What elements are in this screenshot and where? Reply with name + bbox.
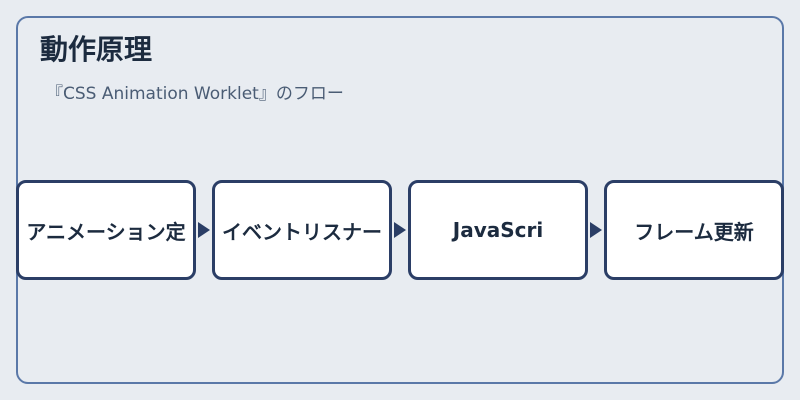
flow-arrow-icon (394, 222, 406, 238)
flow-arrow-icon (590, 222, 602, 238)
flow-node-label: JavaScri (452, 218, 544, 242)
flow-node-label: フレーム更新 (634, 219, 754, 244)
page-title: 動作原理 (40, 33, 153, 66)
flow-node-event-listener: イベントリスナー (212, 180, 392, 280)
flow-node-javascript: JavaScri (408, 180, 588, 280)
page-subtitle: 『CSS Animation Worklet』のフロー (46, 84, 344, 104)
flow-diagram: アニメーション定 イベントリスナー JavaScri フレーム更新 (16, 180, 784, 280)
flow-node-label: イベントリスナー (222, 219, 382, 244)
flow-arrow-icon (198, 222, 210, 238)
flow-node-label: アニメーション定 (26, 219, 186, 244)
flow-node-animation-definition: アニメーション定 (16, 180, 196, 280)
flow-node-frame-update: フレーム更新 (604, 180, 784, 280)
